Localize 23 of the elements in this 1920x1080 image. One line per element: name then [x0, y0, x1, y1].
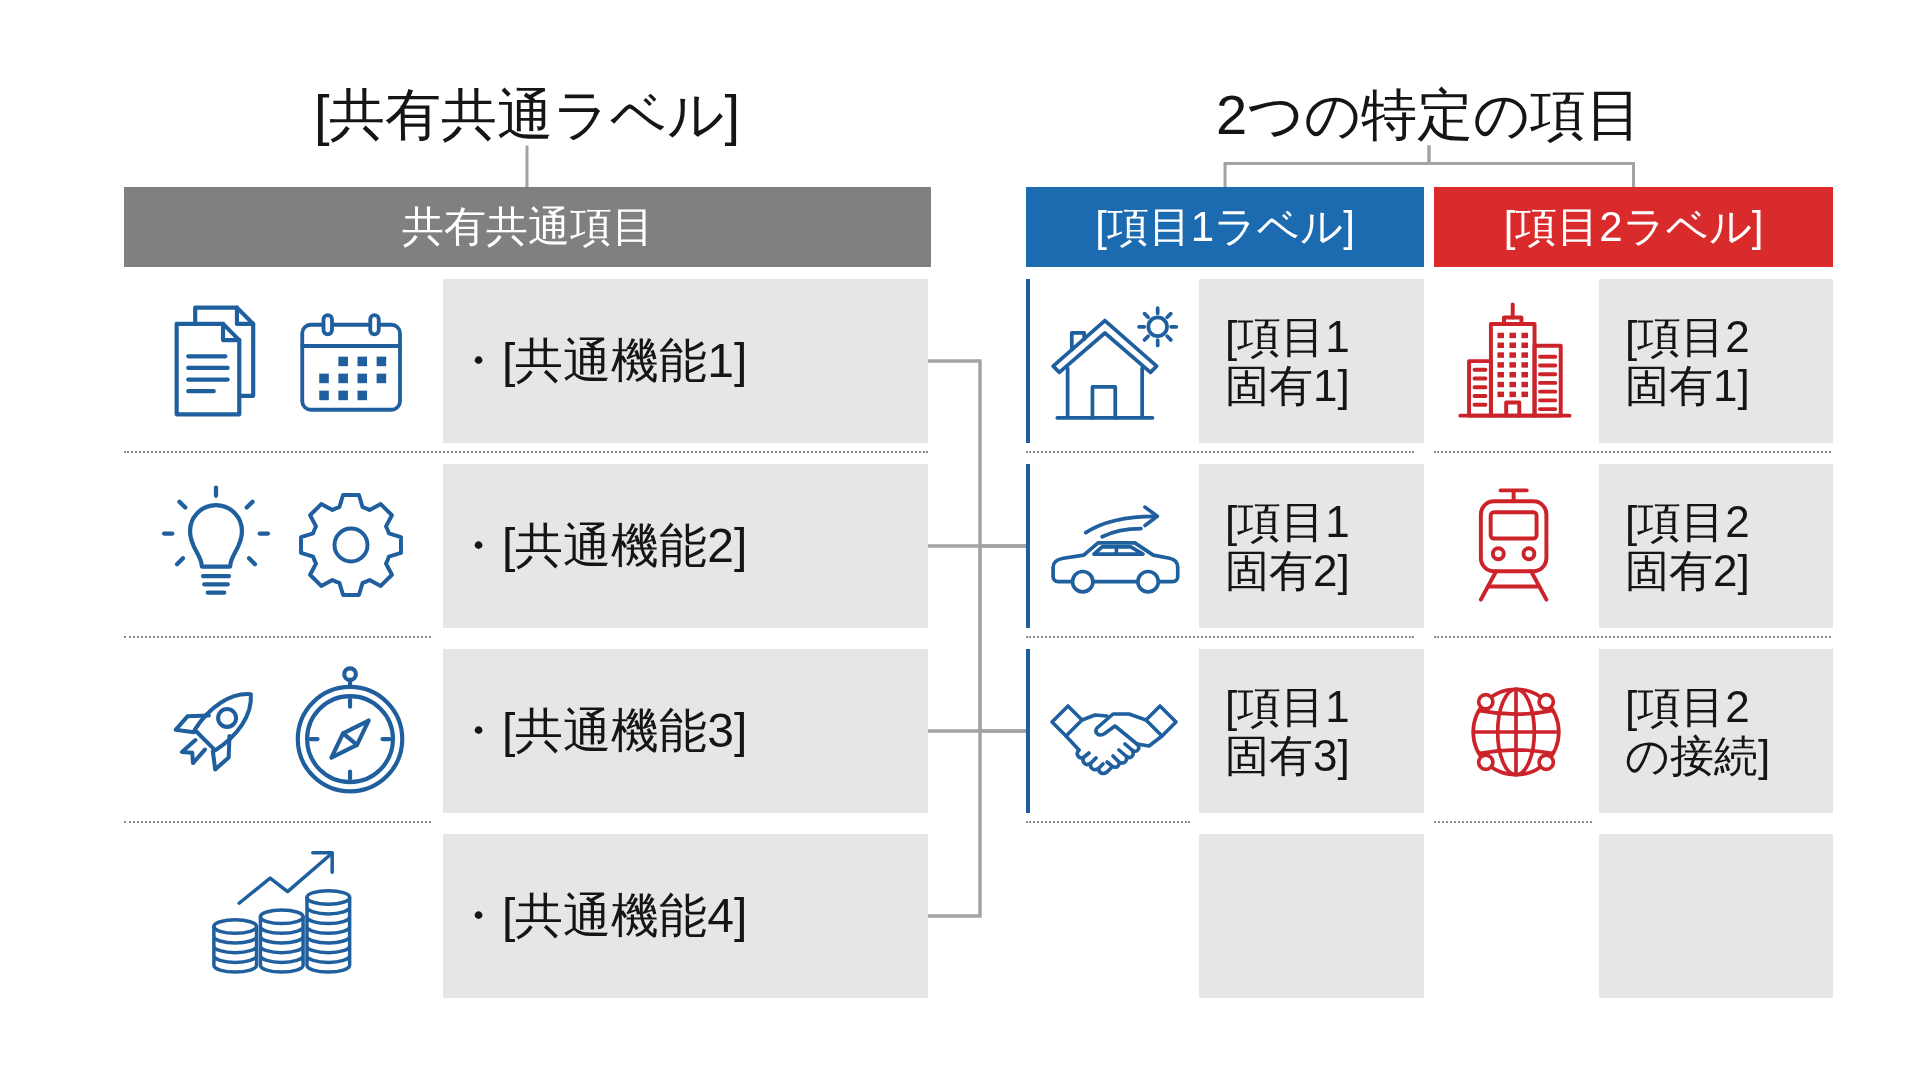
- item-box: [項目2固有2]: [1599, 464, 1833, 628]
- item-box: [項目1固有2]: [1199, 464, 1424, 628]
- heading: [共有共通ラベル]: [313, 84, 741, 146]
- header-bar: [項目1ラベル]: [1026, 187, 1424, 267]
- feature-box: ・[共通機能4]: [443, 834, 928, 998]
- feature-box: ・[共通機能2]: [443, 464, 928, 628]
- empty-box: [1599, 834, 1833, 998]
- header-bar: [項目2ラベル]: [1434, 187, 1833, 267]
- feature-box: ・[共通機能1]: [443, 279, 928, 443]
- item-box: [項目2固有1]: [1599, 279, 1833, 443]
- item-row: [1026, 464, 1424, 628]
- item-box: [項目1固有1]: [1199, 279, 1424, 443]
- connector-line: [525, 145, 529, 187]
- item-row: [1026, 279, 1424, 443]
- feature-box: ・[共通機能3]: [443, 649, 928, 813]
- heading: 2つの特定の項目: [1215, 84, 1643, 146]
- item-box: [項目1固有3]: [1199, 649, 1424, 813]
- item-row: [1026, 649, 1424, 813]
- item-box: [項目2の接続]: [1599, 649, 1833, 813]
- connector-line: [928, 729, 1026, 918]
- empty-box: [1199, 834, 1424, 998]
- header-bar: 共有共通項目: [124, 187, 931, 267]
- connector-line: [1427, 145, 1635, 187]
